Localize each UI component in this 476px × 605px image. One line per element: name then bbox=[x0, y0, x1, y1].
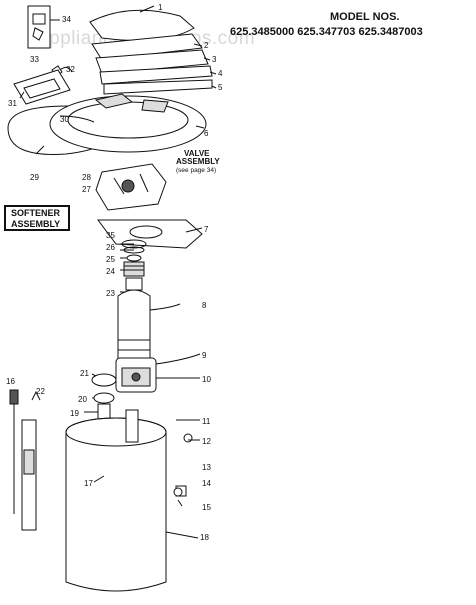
valve-assembly-label-2: ASSEMBLY bbox=[176, 157, 220, 166]
label-7: 7 bbox=[204, 225, 209, 234]
label-28: 28 bbox=[82, 173, 91, 182]
label-23: 23 bbox=[106, 289, 115, 298]
label-12: 12 bbox=[202, 437, 211, 446]
label-25: 25 bbox=[106, 255, 115, 264]
valve-assembly-note: (see page 34) bbox=[176, 167, 216, 174]
label-27: 27 bbox=[82, 185, 91, 194]
part-6-top-cover bbox=[49, 93, 207, 153]
part-31-panel bbox=[13, 69, 71, 105]
label-16: 16 bbox=[6, 377, 15, 386]
label-13: 13 bbox=[202, 463, 211, 472]
part-22-float bbox=[31, 390, 41, 401]
label-24: 24 bbox=[106, 267, 115, 276]
label-15: 15 bbox=[202, 503, 211, 512]
label-9: 9 bbox=[202, 351, 207, 360]
label-30: 30 bbox=[60, 115, 69, 124]
part-9-brine-well bbox=[115, 357, 157, 393]
part-25-ring bbox=[126, 254, 142, 262]
label-18: 18 bbox=[200, 533, 209, 542]
label-34: 34 bbox=[62, 15, 71, 24]
part-number-labels: 34 1 2 3 4 5 6 7 8 9 10 11 12 13 14 15 1… bbox=[6, 3, 223, 542]
label-3: 3 bbox=[212, 55, 217, 64]
part-2-lid bbox=[91, 33, 203, 61]
part-15-screw bbox=[177, 499, 183, 507]
label-1: 1 bbox=[158, 3, 163, 12]
label-20: 20 bbox=[78, 395, 87, 404]
label-8: 8 bbox=[202, 301, 207, 310]
model-numbers: 625.3485000 625.347703 625.3487003 bbox=[230, 26, 423, 38]
part-18-brine-tank bbox=[65, 409, 167, 592]
label-2: 2 bbox=[204, 41, 209, 50]
label-10: 10 bbox=[202, 375, 211, 384]
label-31: 31 bbox=[8, 99, 17, 108]
valve-assembly-label-1: VALVE bbox=[184, 149, 210, 158]
valve-assembly: VALVE ASSEMBLY (see page 34) bbox=[95, 149, 220, 211]
part-5-lid bbox=[103, 79, 213, 95]
part-16-brine-valve bbox=[9, 389, 37, 531]
label-22: 22 bbox=[36, 387, 45, 396]
label-17: 17 bbox=[84, 479, 93, 488]
label-11: 11 bbox=[202, 417, 211, 426]
part-23-distributor bbox=[125, 277, 143, 291]
leader-lines bbox=[19, 5, 217, 539]
part-14-nut bbox=[173, 487, 183, 497]
label-33: 33 bbox=[30, 55, 39, 64]
part-20-cap bbox=[93, 392, 115, 404]
label-26: 26 bbox=[106, 243, 115, 252]
softener-label-1: SOFTENER bbox=[11, 208, 61, 218]
label-29: 29 bbox=[30, 173, 39, 182]
part-34-control-box bbox=[27, 5, 51, 49]
part-24-adapter bbox=[123, 261, 145, 277]
part-7-bracket bbox=[97, 219, 203, 249]
part-4-lid bbox=[99, 65, 213, 85]
label-32: 32 bbox=[66, 65, 75, 74]
label-14: 14 bbox=[202, 479, 211, 488]
part-21-cap bbox=[91, 373, 117, 387]
label-6: 6 bbox=[204, 129, 209, 138]
label-5: 5 bbox=[218, 83, 223, 92]
label-19: 19 bbox=[70, 409, 79, 418]
label-21: 21 bbox=[80, 369, 89, 378]
part-3-lid bbox=[95, 49, 209, 75]
label-35: 35 bbox=[106, 231, 115, 240]
softener-label-2: ASSEMBLY bbox=[11, 219, 60, 229]
model-title: MODEL NOS. bbox=[330, 11, 399, 23]
softener-assembly-box: SOFTENER ASSEMBLY bbox=[4, 205, 70, 231]
label-4: 4 bbox=[218, 69, 223, 78]
part-12-plug bbox=[183, 433, 193, 443]
